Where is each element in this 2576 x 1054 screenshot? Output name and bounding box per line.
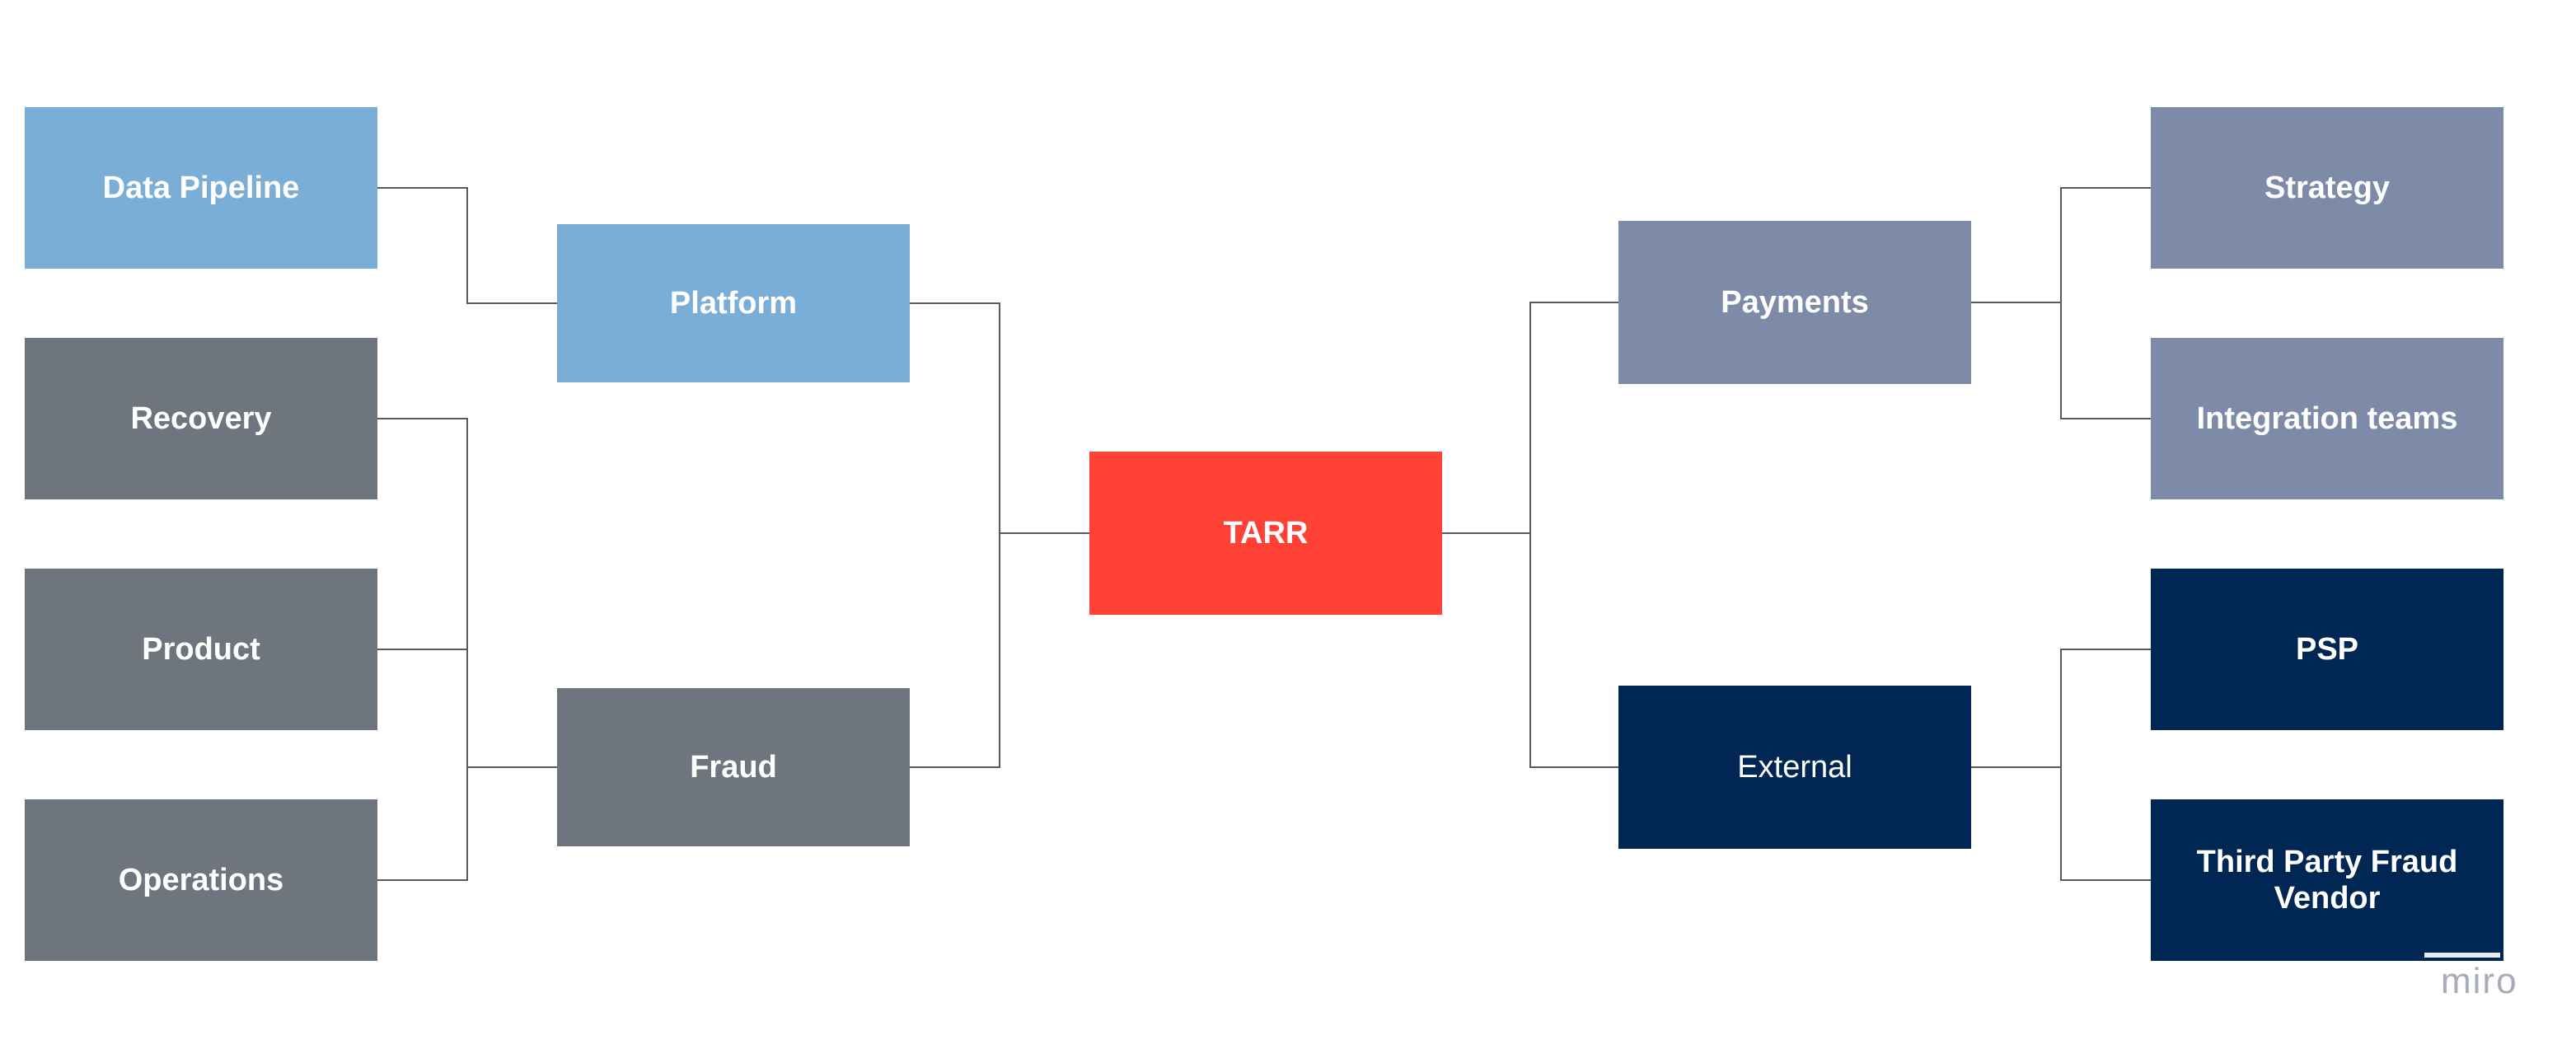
node-operations[interactable]: Operations [25, 799, 377, 961]
node-psp[interactable]: PSP [2151, 569, 2503, 730]
node-third-party-fraud-vendor[interactable]: Third Party Fraud Vendor [2151, 799, 2503, 961]
connector-tarr-platform [910, 302, 1089, 534]
node-strategy[interactable]: Strategy [2151, 107, 2503, 269]
connector-tarr-payments [1442, 302, 1618, 534]
miro-watermark: miro [2441, 961, 2518, 1001]
node-payments[interactable]: Payments [1618, 221, 1971, 384]
node-label: PSP [2295, 632, 2359, 667]
node-integration-teams[interactable]: Integration teams [2151, 338, 2503, 499]
connector-external-third_party_fraud_vendor [1971, 766, 2151, 881]
node-tarr[interactable]: TARR [1089, 452, 1442, 615]
node-label: Strategy [2264, 171, 2391, 205]
node-recovery[interactable]: Recovery [25, 338, 377, 499]
node-platform[interactable]: Platform [557, 224, 910, 382]
connector-payments-integration_teams [1971, 302, 2151, 419]
connector-external-psp [1971, 649, 2151, 768]
node-external[interactable]: External [1618, 686, 1971, 849]
node-label: Recovery [130, 401, 272, 436]
connector-platform-data_pipeline [377, 187, 557, 304]
node-label: Product [142, 632, 260, 667]
node-label: Data Pipeline [102, 171, 300, 205]
node-label: Third Party Fraud Vendor [2196, 845, 2458, 916]
connector-fraud-operations [377, 766, 557, 881]
node-label: Payments [1721, 285, 1869, 320]
connector-fraud-product [377, 649, 557, 768]
node-data-pipeline[interactable]: Data Pipeline [25, 107, 377, 269]
node-label: TARR [1223, 516, 1309, 550]
node-label: External [1737, 750, 1852, 785]
node-label: Fraud [690, 750, 777, 785]
node-label: Integration teams [2196, 401, 2458, 436]
node-product[interactable]: Product [25, 569, 377, 730]
connector-tarr-external [1442, 532, 1618, 768]
connector-payments-strategy [1971, 187, 2151, 303]
watermark-notch [2424, 953, 2500, 958]
connector-tarr-fraud [910, 532, 1089, 768]
node-label: Operations [118, 863, 284, 897]
node-fraud[interactable]: Fraud [557, 688, 910, 846]
node-label: Platform [669, 286, 798, 321]
